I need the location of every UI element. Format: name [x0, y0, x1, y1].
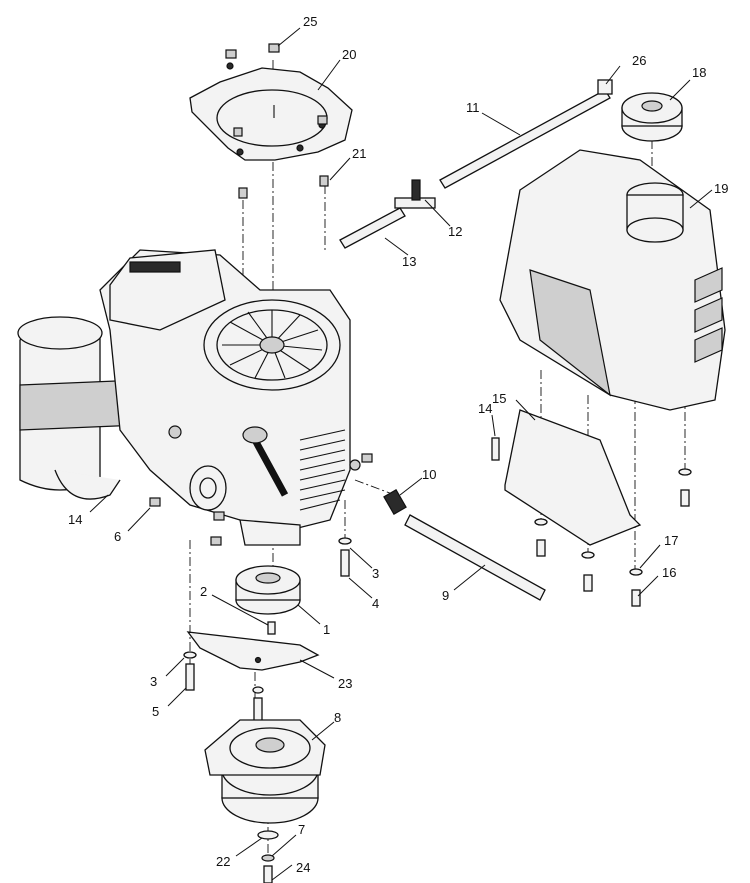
- callout-16: 16: [662, 565, 676, 580]
- callout-18: 18: [692, 65, 706, 80]
- callout-22: 22: [216, 854, 230, 869]
- callout-19: 19: [714, 181, 728, 196]
- callout-6: 6: [114, 529, 121, 544]
- lock-washer-part-7: [261, 854, 275, 862]
- pulley-part-1: [235, 565, 301, 615]
- callout-24: 24: [296, 860, 310, 875]
- bracket-part-23: [186, 631, 320, 671]
- callout-9: 9: [442, 588, 449, 603]
- fitting-part-10: [383, 489, 407, 515]
- callout-17: 17: [664, 533, 678, 548]
- callout-15: 15: [492, 391, 506, 406]
- callout-7: 7: [298, 822, 305, 837]
- clamp-part-26: [597, 79, 613, 95]
- leader-lines: [89, 27, 713, 881]
- callout-14-engine: 14: [68, 512, 82, 527]
- callout-3-lower: 3: [150, 674, 157, 689]
- washer-part-3: [183, 537, 352, 659]
- bolt-part-14: [491, 437, 500, 461]
- callout-labels: 25 20 21 26 18 19 11 12 13 15 14 14 6 10…: [68, 14, 728, 875]
- washer-part-17: [534, 468, 692, 576]
- callout-10: 10: [422, 467, 436, 482]
- engine-assembly: [17, 249, 361, 546]
- callout-21: 21: [352, 146, 366, 161]
- callout-5: 5: [152, 704, 159, 719]
- fuel-tank-part-19: [499, 149, 726, 411]
- bolt-part-24: [263, 865, 273, 883]
- fuel-hose-part-11: [439, 89, 611, 189]
- tank-bracket-part-15: [504, 409, 642, 546]
- callout-25: 25: [303, 14, 317, 29]
- fuel-cap-part-18: [621, 92, 683, 142]
- callout-1: 1: [323, 622, 330, 637]
- callout-26: 26: [632, 53, 646, 68]
- hose-part-9: [404, 514, 546, 601]
- callout-4: 4: [372, 596, 379, 611]
- callout-12: 12: [448, 224, 462, 239]
- callout-11: 11: [466, 100, 480, 115]
- hose-part-13: [339, 207, 406, 249]
- nut-part-6: [149, 453, 373, 546]
- bolt-part-21: [233, 127, 329, 199]
- bolt-part-16: [536, 489, 690, 607]
- washer-part-22: [257, 830, 279, 840]
- callout-13: 13: [402, 254, 416, 269]
- callout-20: 20: [342, 47, 356, 62]
- bolt-part-4: [185, 549, 350, 691]
- valve-part-12: [394, 179, 436, 209]
- callout-14-tank: 14: [478, 401, 492, 416]
- callout-23: 23: [338, 676, 352, 691]
- clutch-part-8: [204, 719, 326, 824]
- callout-8: 8: [334, 710, 341, 725]
- bolt-part-25: [225, 43, 328, 125]
- callout-2: 2: [200, 584, 207, 599]
- key-part-2: [267, 621, 276, 635]
- callout-3-upper: 3: [372, 566, 379, 581]
